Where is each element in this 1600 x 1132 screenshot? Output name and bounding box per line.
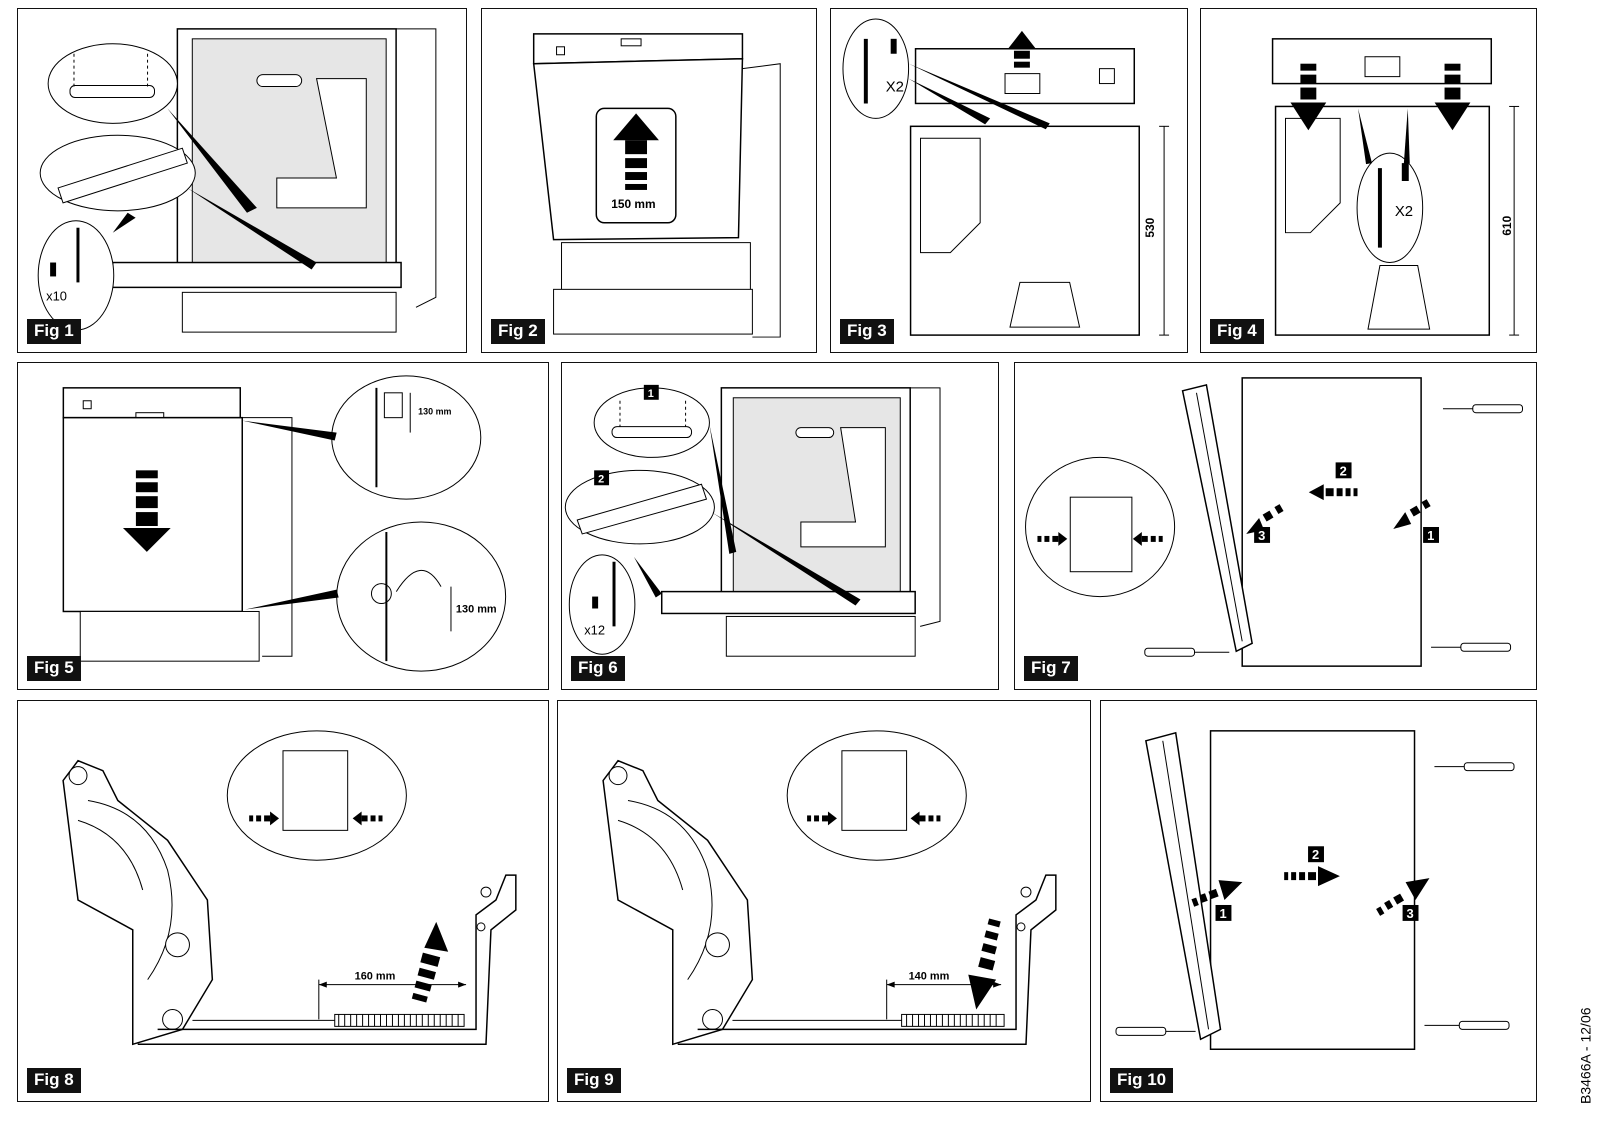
step-1-badge: 1 — [1219, 906, 1226, 921]
distance-text: 140 mm — [909, 971, 950, 983]
figure-3-panel: 530 X2 Fig 3 — [830, 8, 1188, 353]
figure-4-label: Fig 4 — [1210, 319, 1264, 344]
figure-5-panel: 130 mm 130 mm Fig 5 — [17, 362, 549, 690]
figure-10-drawing: 1 2 3 — [1115, 730, 1515, 1051]
distance-top-text: 130 mm — [418, 407, 451, 417]
step-2-badge: 2 — [598, 473, 604, 485]
figure-6-label: Fig 6 — [571, 656, 625, 681]
figure-2-drawing: 150 mm — [532, 33, 781, 338]
figure-7-drawing: 2 1 3 — [1025, 377, 1523, 667]
figure-3-label: Fig 3 — [840, 319, 894, 344]
step-1-badge: 1 — [1427, 528, 1434, 543]
figure-2-panel: 150 mm Fig 2 — [481, 8, 817, 353]
screw-count-text: X2 — [886, 80, 904, 96]
distance-bottom-text: 130 mm — [456, 603, 497, 615]
figure-10-panel: 1 2 3 Fig 10 — [1100, 700, 1537, 1102]
figure-1-panel: x10 Fig 1 — [17, 8, 467, 353]
figure-4-panel: 610 X2 Fig 4 — [1200, 8, 1537, 353]
height-text: 530 — [1143, 217, 1157, 237]
distance-text: 150 mm — [611, 197, 655, 211]
figure-8-drawing: 160 mm — [62, 730, 517, 1046]
figure-5-drawing: 130 mm 130 mm — [62, 375, 507, 672]
figure-1-drawing: x10 — [37, 28, 437, 333]
figure-9-panel: 140 mm Fig 9 — [557, 700, 1091, 1102]
step-3-badge: 3 — [1258, 528, 1265, 543]
figure-4-drawing: 610 X2 — [1271, 38, 1520, 336]
figure-6-drawing: 1 2 x12 — [564, 384, 941, 657]
figure-2-label: Fig 2 — [491, 319, 545, 344]
screw-count-text: x10 — [46, 288, 67, 303]
step-3-badge: 3 — [1407, 906, 1414, 921]
document-code: B3466A - 12/06 — [1578, 1007, 1594, 1104]
figure-9-drawing: 140 mm — [602, 730, 1057, 1046]
figure-5-label: Fig 5 — [27, 656, 81, 681]
figure-6-panel: 1 2 x12 Fig 6 — [561, 362, 999, 690]
figure-7-panel: 2 1 3 Fig 7 — [1014, 362, 1537, 690]
step-2-badge: 2 — [1312, 847, 1319, 862]
figure-10-label: Fig 10 — [1110, 1068, 1174, 1093]
figure-8-label: Fig 8 — [27, 1068, 81, 1093]
height-text: 610 — [1500, 215, 1514, 235]
figure-3-drawing: 530 X2 — [842, 18, 1170, 336]
step-1-badge: 1 — [648, 388, 654, 400]
screw-count-text: X2 — [1395, 204, 1413, 220]
figure-8-panel: 160 mm Fig 8 — [17, 700, 549, 1102]
figure-9-label: Fig 9 — [567, 1068, 621, 1093]
step-2-badge: 2 — [1340, 463, 1347, 478]
figure-1-label: Fig 1 — [27, 319, 81, 344]
figure-7-label: Fig 7 — [1024, 656, 1078, 681]
distance-text: 160 mm — [355, 971, 396, 983]
screw-count-text: x12 — [584, 622, 605, 637]
